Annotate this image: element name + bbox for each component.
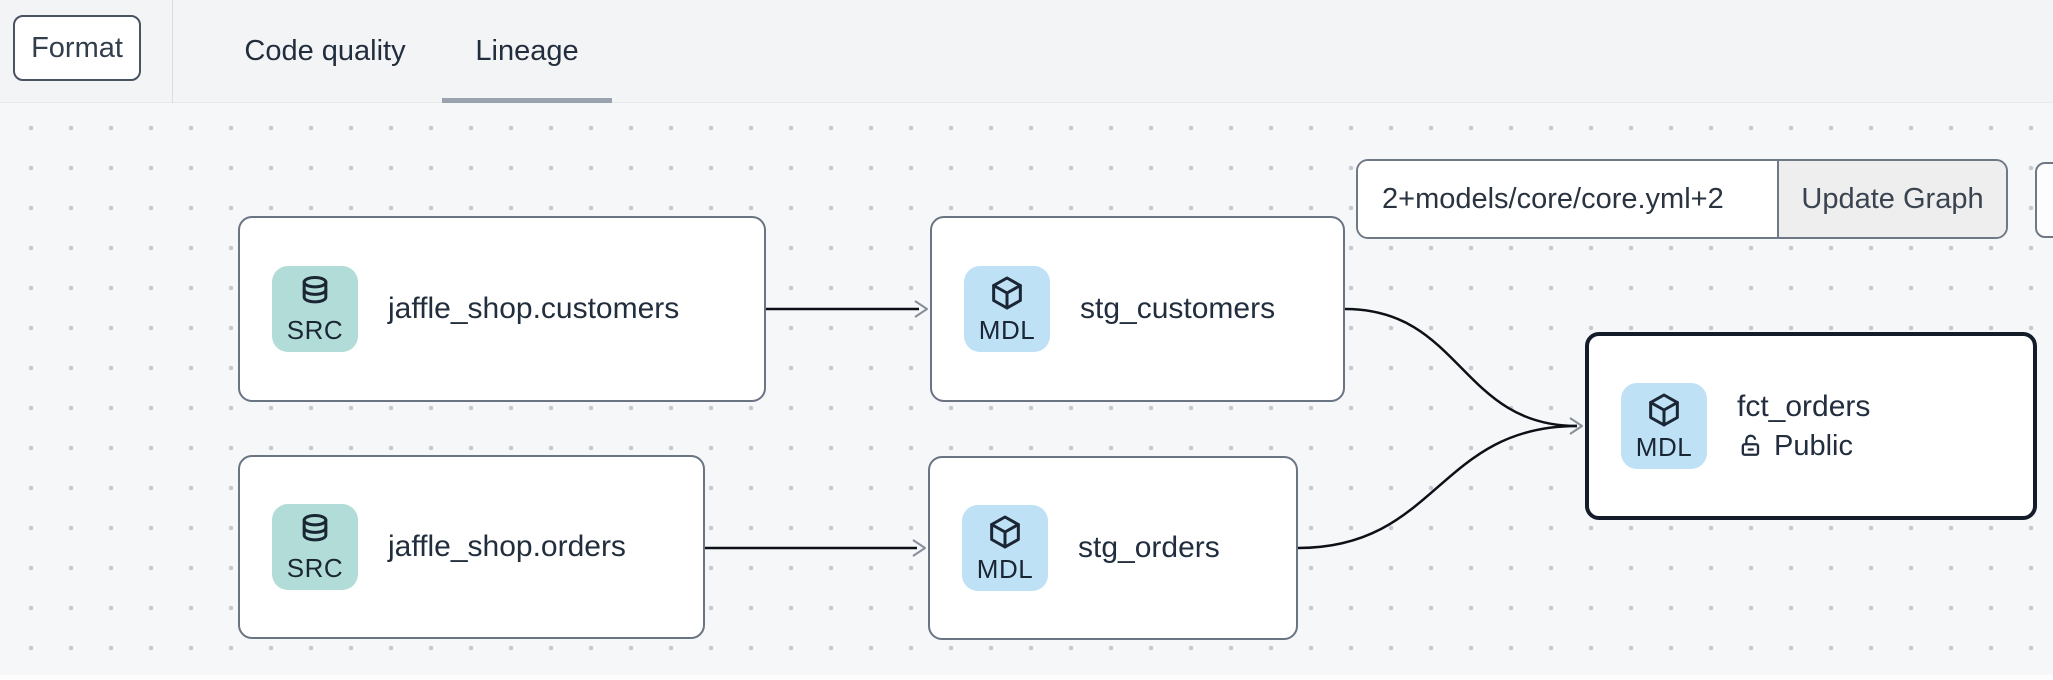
access-row: Public: [1737, 430, 1870, 463]
format-button[interactable]: Format: [13, 15, 141, 81]
source-badge: SRC: [272, 266, 358, 352]
node-jaffle-shop-customers[interactable]: SRC jaffle_shop.customers: [238, 216, 766, 402]
tab-code-quality[interactable]: Code quality: [233, 0, 417, 103]
tab-code-quality-label: Code quality: [244, 35, 406, 67]
tab-header-bar: Format Code quality Lineage: [0, 0, 2053, 103]
node-label: jaffle_shop.customers: [388, 292, 680, 325]
tab-lineage[interactable]: Lineage: [442, 0, 612, 103]
cube-icon: [992, 276, 1022, 309]
source-badge: SRC: [272, 504, 358, 590]
node-stg-orders[interactable]: MDL stg_orders: [928, 456, 1298, 640]
database-icon: [302, 275, 328, 303]
node-fct-orders[interactable]: MDL fct_orders Public: [1585, 332, 2037, 520]
model-selector-group: Update Graph: [1356, 159, 2008, 239]
node-label: stg_orders: [1078, 531, 1220, 564]
unlock-icon: [1741, 434, 1760, 456]
cube-icon: [1649, 393, 1679, 426]
canvas-control-button[interactable]: [2035, 162, 2053, 238]
access-label: Public: [1774, 429, 1853, 462]
source-badge-label: SRC: [286, 552, 344, 583]
model-badge: MDL: [962, 505, 1048, 591]
model-badge-label: MDL: [1635, 431, 1693, 462]
database-icon: [302, 513, 328, 541]
header-divider: [172, 0, 173, 103]
update-graph-button[interactable]: Update Graph: [1777, 161, 2006, 237]
node-stg-customers[interactable]: MDL stg_customers: [930, 216, 1345, 402]
active-tab-underline: [442, 98, 612, 103]
node-jaffle-shop-orders[interactable]: SRC jaffle_shop.orders: [238, 455, 705, 639]
source-badge-label: SRC: [286, 314, 344, 345]
model-badge-label: MDL: [976, 553, 1034, 584]
node-label: fct_orders: [1737, 389, 1871, 423]
bottom-edge-strip: [0, 675, 2053, 680]
model-selector-input[interactable]: [1358, 161, 1777, 237]
model-badge-label: MDL: [978, 314, 1036, 345]
node-label: stg_customers: [1080, 292, 1276, 325]
cube-icon: [990, 515, 1020, 548]
model-badge: MDL: [964, 266, 1050, 352]
model-badge: MDL: [1621, 383, 1707, 469]
tab-lineage-label: Lineage: [475, 35, 579, 67]
node-label: jaffle_shop.orders: [388, 530, 626, 563]
